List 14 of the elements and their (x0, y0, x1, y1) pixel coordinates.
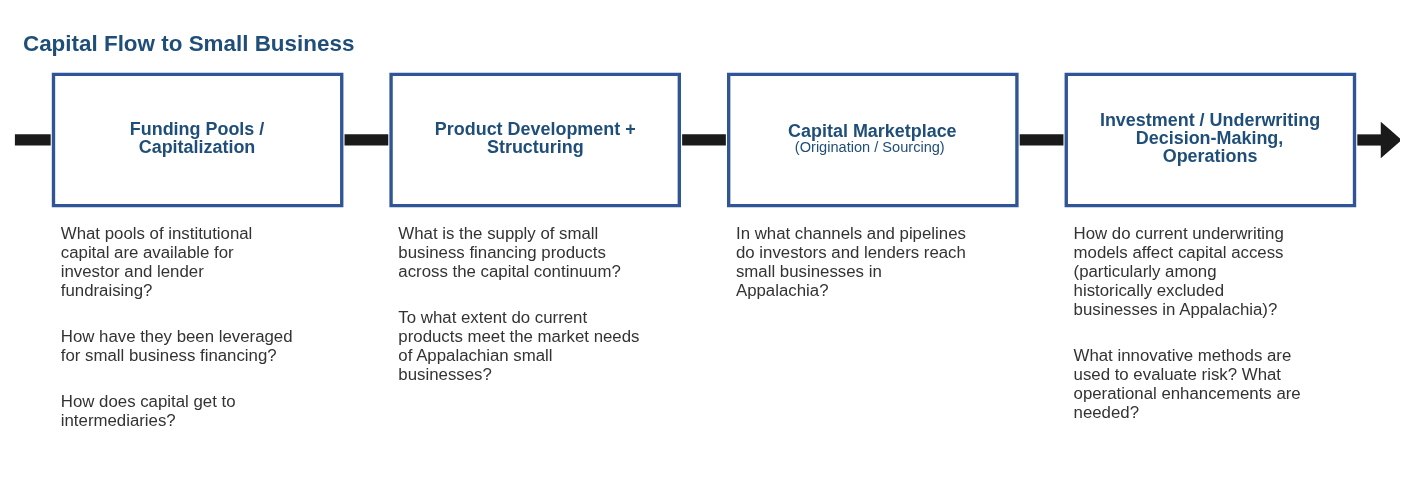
node-label: What is the supply of small business financing products across the capital continuum? (398, 223, 621, 281)
node-label: How does capital get to intermediaries? (60, 391, 236, 430)
connector (14, 133, 51, 146)
arrow (1357, 121, 1400, 158)
node-label: How do current underwriting models affect capital access (particularly among historically excluded businesses in Appalachia)? (1073, 223, 1284, 319)
node-label: To what extent do current products meet the market needs of Appalachian small businesses? (398, 307, 640, 384)
connector (682, 133, 726, 146)
node-label: In what channels and pipelines do investors and lenders reach small businesses in Appalachia? (735, 223, 966, 300)
node-label: How have they been leveraged for small business financing? (60, 326, 293, 365)
node-label: What pools of institutional capital are available for investor and lender fundraising? (60, 223, 253, 300)
node-label: What innovative methods are used to evaluate risk? What operational enhancements are needed? (1073, 345, 1301, 422)
connector (1019, 133, 1064, 146)
connector (344, 133, 389, 146)
diagram-title: Capital Flow to Small Business (22, 30, 355, 56)
